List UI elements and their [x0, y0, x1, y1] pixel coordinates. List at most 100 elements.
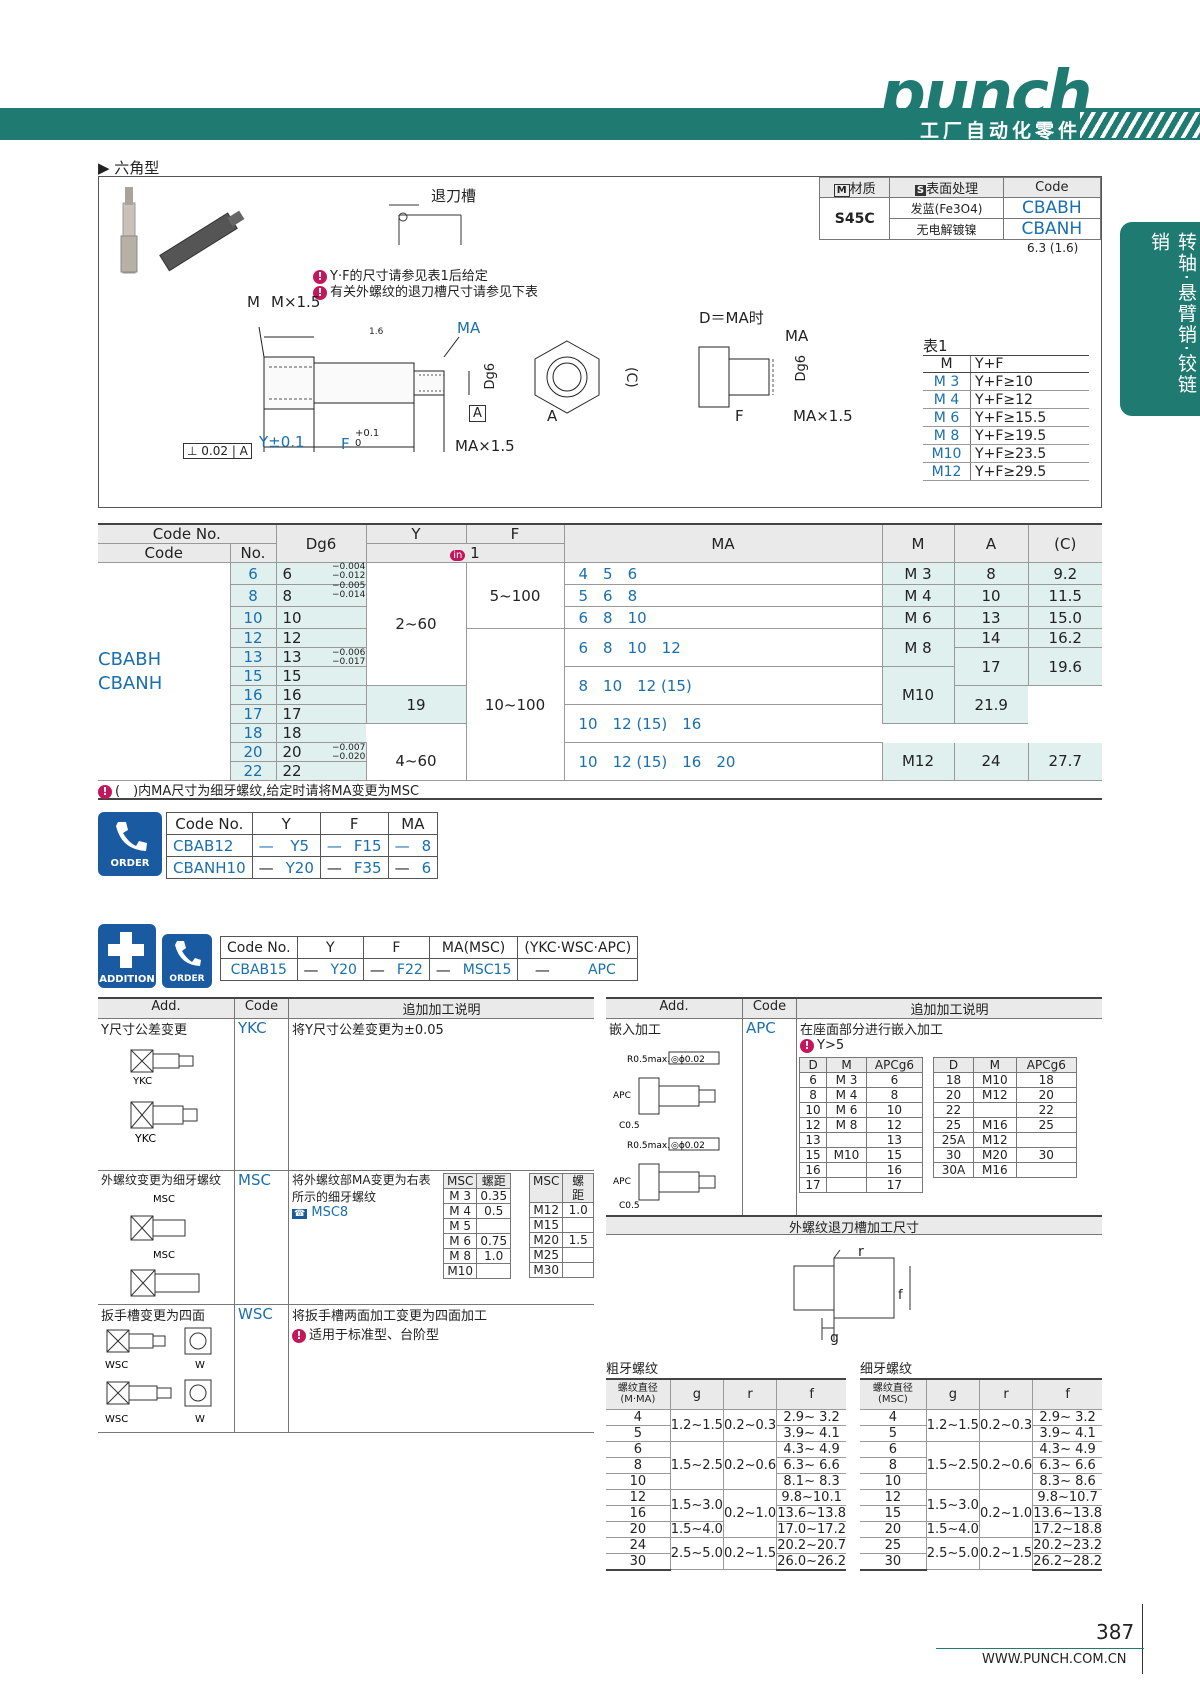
page-number: 387	[1096, 1620, 1135, 1644]
thread-diameter: 6	[860, 1441, 927, 1458]
thread-f-val: 26.2~28.2	[1032, 1553, 1102, 1571]
thread-f-val: 4.3~ 4.9	[776, 1441, 846, 1458]
svg-text:R0.5max.: R0.5max.	[627, 1055, 670, 1065]
thread-r-val: 0.2~1.5	[978, 1537, 1033, 1570]
main-ma: 5 6 8	[563, 584, 882, 607]
svg-text:R0.5max.: R0.5max.	[627, 1141, 670, 1151]
thread-diameter: 10	[606, 1473, 671, 1490]
dma-F: F	[735, 407, 744, 425]
main-a: 14	[953, 628, 1028, 648]
thread-f-val: 3.9~ 4.1	[1032, 1425, 1102, 1442]
main-dg6: 15	[275, 666, 366, 686]
thread-g: g	[830, 1330, 839, 1346]
main-a: 24	[953, 742, 1028, 781]
main-dg6: 8	[275, 584, 366, 607]
thread-diameter: 6	[606, 1441, 671, 1458]
datum-A: A	[469, 405, 486, 422]
main-no: 18	[229, 723, 276, 743]
main-no: 13	[229, 647, 276, 667]
svg-text:MSC: MSC	[153, 1250, 175, 1261]
thread-g-val: 1.2~1.5	[669, 1409, 724, 1442]
main-dg6: 6	[275, 562, 366, 585]
main-dg6: 17	[275, 704, 366, 724]
fine-title: 细牙螺纹	[860, 1362, 913, 1377]
hex-view	[534, 340, 600, 414]
thread-f-val: 9.8~10.7	[1032, 1489, 1102, 1506]
dg6-tolerance: −0.005−0.014	[332, 581, 366, 600]
dim-F: F	[341, 435, 350, 453]
svg-text:WSC: WSC	[105, 1414, 128, 1425]
thread-g-val: 1.5~3.0	[925, 1489, 980, 1522]
thread-f-val: 6.3~ 6.6	[776, 1457, 846, 1474]
main-dg6: 20	[275, 742, 366, 762]
thread-f-val: 9.8~10.1	[776, 1489, 846, 1506]
main-m: M 3	[881, 562, 954, 585]
perp-tol: ⊥ 0.02 | A	[183, 443, 252, 459]
svg-text:APC: APC	[613, 1177, 631, 1187]
thread-f-val: 2.9~ 3.2	[1032, 1409, 1102, 1426]
table1-m: M 8	[923, 426, 971, 445]
main-a: 17	[953, 647, 1028, 686]
thread-f-val: 8.1~ 8.3	[776, 1473, 846, 1490]
thread-title: 外螺纹退刀槽加工尺寸	[606, 1215, 1102, 1236]
footer-url[interactable]: WWW.PUNCH.COM.CN	[982, 1652, 1127, 1667]
table1-m: M 4	[923, 390, 971, 409]
main-no: 22	[229, 761, 276, 781]
main-no: 8	[229, 584, 276, 607]
table1-yf: Y+F≥23.5	[970, 444, 1089, 463]
section-title: ▶ 六角型	[98, 159, 160, 177]
dim-A: A	[547, 407, 558, 425]
dim-M: M	[247, 293, 260, 311]
thread-g-val: 1.5~4.0	[669, 1521, 724, 1538]
main-ma: 6 8 10	[563, 606, 882, 629]
main-c: 9.2	[1027, 562, 1102, 585]
thread-r-val: 0.2~0.3	[722, 1409, 777, 1442]
thread-diameter: 24	[606, 1537, 671, 1554]
thread-r-val: 0.2~0.6	[978, 1441, 1033, 1490]
dim-Mx15: M×1.5	[271, 293, 321, 311]
thread-r-val: 0.2~1.0	[978, 1489, 1033, 1538]
thread-g-val: 1.5~4.0	[925, 1521, 980, 1538]
main-c: 11.5	[1027, 584, 1102, 607]
thread-f-val: 6.3~ 6.6	[1032, 1457, 1102, 1474]
table1-m: M12	[923, 462, 971, 481]
dg6-tolerance: −0.007−0.020	[332, 742, 366, 762]
thread-diameter: 5	[860, 1425, 927, 1442]
thread-diameter: 30	[860, 1553, 927, 1571]
dma-label: D＝MA时	[699, 309, 764, 327]
side-tab[interactable]: 转轴·悬臂销·铰链销	[1120, 222, 1200, 416]
main-ma: 8 10 12 (15)	[563, 666, 882, 705]
thread-groove-sketch	[793, 1249, 911, 1340]
main-c: 27.7	[1027, 742, 1102, 781]
main-a: 8	[953, 562, 1028, 585]
brand-logo: punch	[880, 58, 1092, 132]
svg-text:C0.5: C0.5	[619, 1201, 640, 1208]
main-m: M 6	[881, 606, 954, 629]
thread-diameter: 30	[606, 1553, 671, 1571]
main-m: M 4	[881, 584, 954, 607]
main-a: 13	[953, 606, 1028, 629]
main-c: 16.2	[1027, 628, 1102, 648]
thread-diameter: 10	[860, 1473, 927, 1490]
coarse-title: 粗牙螺纹	[606, 1362, 659, 1377]
main-dg6: 13	[275, 647, 366, 667]
svg-text:W: W	[195, 1414, 205, 1425]
table1-yf: Y+F≥10	[970, 372, 1089, 391]
header-bar	[0, 110, 1200, 140]
thread-g-val: 2.5~5.0	[925, 1537, 980, 1570]
thread-f-val: 13.6~13.8	[776, 1505, 846, 1522]
main-c: 19.6	[1027, 647, 1102, 686]
thread-f-val: 17.0~17.2	[776, 1521, 846, 1538]
